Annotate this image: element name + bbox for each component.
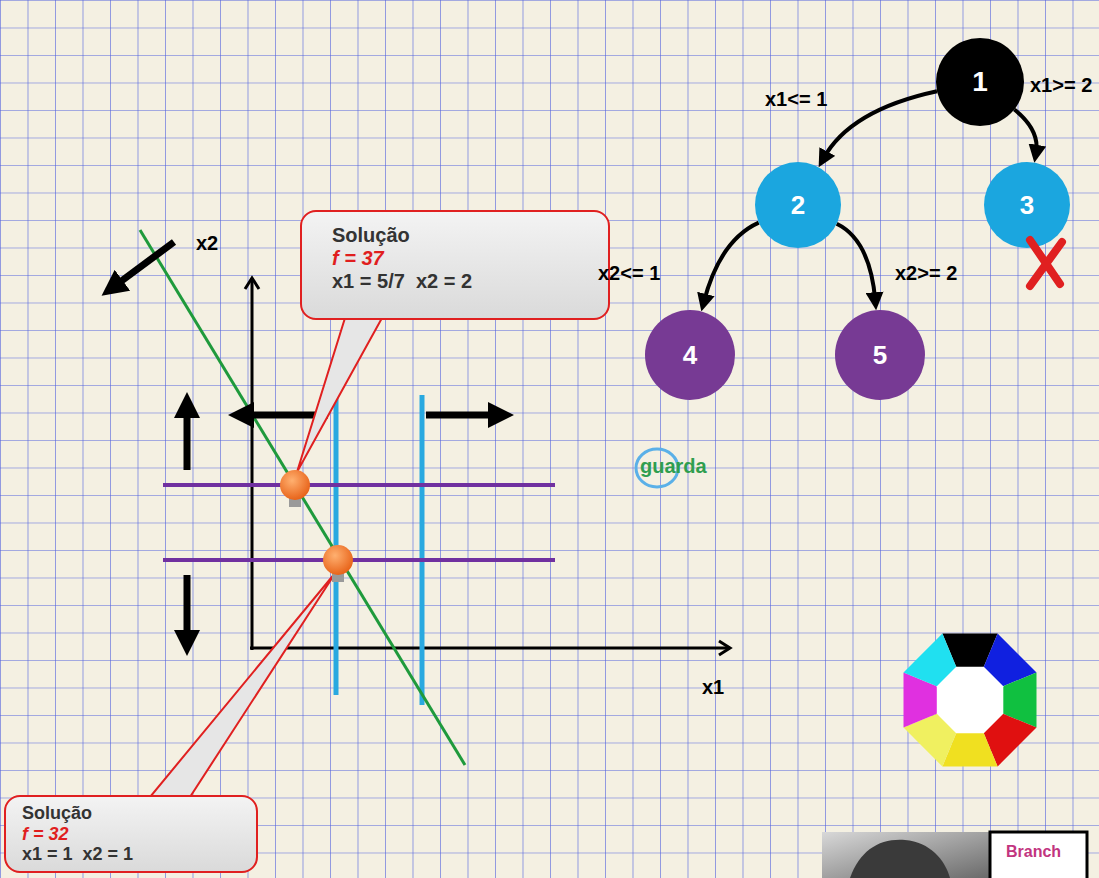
tree-node: 5 bbox=[835, 310, 925, 400]
callout-tails bbox=[150, 318, 382, 797]
callout-title: Solução bbox=[332, 224, 588, 247]
branch-arrow bbox=[837, 224, 876, 300]
node-number: 5 bbox=[873, 340, 887, 371]
axis-label: x1 bbox=[702, 676, 724, 699]
solution-points bbox=[280, 470, 353, 582]
objective-value: f = 32 bbox=[22, 824, 244, 845]
variable-values: x1 = 1 x2 = 1 bbox=[22, 844, 244, 865]
tree-node: 3 bbox=[984, 162, 1070, 248]
branch-arrow bbox=[823, 91, 937, 158]
branch-condition: x1<= 1 bbox=[765, 88, 827, 111]
node-number: 3 bbox=[1020, 190, 1034, 221]
branch-arrow bbox=[1014, 109, 1036, 152]
note-label: guarda bbox=[640, 455, 707, 478]
node-number: 2 bbox=[791, 190, 805, 221]
callout-title: Solução bbox=[22, 803, 244, 824]
branch-condition: x1>= 2 bbox=[1030, 74, 1092, 97]
tree-node: 1 bbox=[936, 38, 1024, 126]
tree-node: 4 bbox=[645, 310, 735, 400]
branch-condition: x2>= 2 bbox=[895, 262, 957, 285]
photo-caption: Branch bbox=[1006, 843, 1061, 861]
logo bbox=[904, 634, 1037, 767]
solution-callout: Soluçãof = 32x1 = 1 x2 = 1 bbox=[4, 795, 258, 873]
node-number: 4 bbox=[683, 340, 697, 371]
tree-node: 2 bbox=[755, 162, 841, 248]
branch-arrow bbox=[704, 223, 759, 302]
axis-label: x2 bbox=[196, 232, 218, 255]
objective-value: f = 37 bbox=[332, 247, 588, 270]
node-number: 1 bbox=[972, 66, 988, 98]
author-photo bbox=[822, 832, 1087, 878]
variable-values: x1 = 5/7 x2 = 2 bbox=[332, 270, 588, 293]
solution-callout: Soluçãof = 37x1 = 5/7 x2 = 2 bbox=[300, 210, 610, 320]
branch-condition: x2<= 1 bbox=[598, 262, 660, 285]
